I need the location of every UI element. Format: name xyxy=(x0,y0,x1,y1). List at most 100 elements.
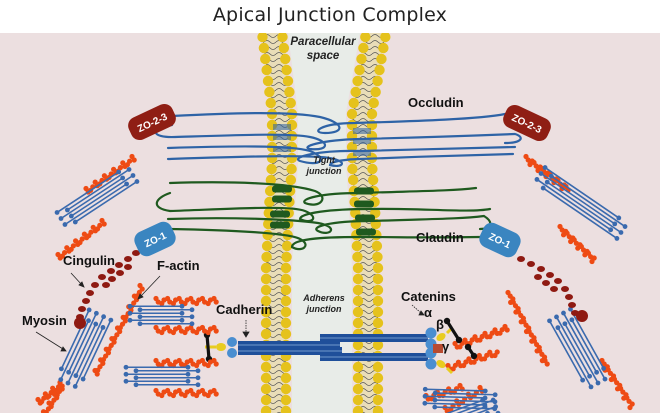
lipid-head xyxy=(350,86,361,98)
catenins-label: Catenins xyxy=(401,289,456,304)
actin-monomer xyxy=(97,222,103,228)
cingulin-head-left xyxy=(74,317,86,329)
adherens-junction-label-line1: Adherens xyxy=(302,293,345,303)
actin-monomer xyxy=(114,332,120,338)
lipid-head xyxy=(260,328,272,340)
claudin-anchor xyxy=(355,214,375,222)
claudin-anchor xyxy=(270,221,290,229)
lipid-head xyxy=(260,394,272,406)
claudin-strands xyxy=(155,181,492,251)
actin-monomer xyxy=(213,299,219,305)
cingulin-arrow xyxy=(70,272,83,286)
lipid-head xyxy=(260,53,271,65)
cingulin-bead xyxy=(132,250,140,256)
lipid-head xyxy=(374,64,385,76)
cingulin-bead xyxy=(115,262,123,268)
myosin-filament xyxy=(67,323,97,384)
myosin-head xyxy=(588,384,594,390)
actin-monomer xyxy=(629,401,635,407)
myosin-filament xyxy=(548,320,584,381)
cadherin-beta-bead xyxy=(216,343,226,351)
myosin-bundle-top-left xyxy=(54,167,140,227)
myosin-filament xyxy=(67,312,98,373)
myosin-filament xyxy=(425,388,486,392)
lipid-head xyxy=(261,64,272,76)
myosin-head xyxy=(80,376,86,382)
myosin-head xyxy=(189,314,195,320)
myosin-head xyxy=(547,318,552,324)
cingulin-bead xyxy=(91,282,99,288)
myosin-head xyxy=(58,377,64,382)
actin-monomer xyxy=(213,361,219,367)
actin-monomer xyxy=(94,371,100,377)
lipid-head xyxy=(278,42,290,54)
lipid-head xyxy=(376,53,387,65)
actin-monomer xyxy=(131,157,137,163)
myosin-head xyxy=(195,375,201,381)
lipid-head xyxy=(265,97,276,109)
actin-monomer xyxy=(533,163,539,169)
lipid-head xyxy=(264,196,275,208)
lipid-head xyxy=(280,284,292,296)
lipid-head xyxy=(260,361,272,373)
lipid-head xyxy=(372,295,384,307)
cingulin-chain-right xyxy=(517,256,579,316)
claudin-strand xyxy=(166,214,492,234)
occludin-anchor xyxy=(273,134,291,140)
lipid-head xyxy=(261,251,272,263)
myosin-head xyxy=(569,317,575,323)
myosin-filament xyxy=(557,327,592,388)
lipid-head xyxy=(352,251,363,263)
myosin-head xyxy=(538,171,544,176)
catenins-arrowhead xyxy=(418,310,425,316)
myosin-head xyxy=(602,376,608,382)
f-actin-arrow xyxy=(140,275,161,297)
lipid-head xyxy=(352,383,364,395)
lipid-head xyxy=(368,97,379,109)
actin-monomer xyxy=(504,327,510,333)
myosin-filament xyxy=(66,168,130,211)
actin-monomer xyxy=(136,289,142,295)
myosin-filament xyxy=(74,180,138,223)
cingulin-chain-left-2 xyxy=(102,264,132,288)
lipid-head xyxy=(286,152,298,164)
myosin-head xyxy=(127,317,133,323)
myosin-head xyxy=(561,310,566,316)
linker-end xyxy=(464,343,472,351)
lipid-head xyxy=(372,251,383,263)
alpha-actinin-linker xyxy=(445,320,461,341)
lipid-head xyxy=(280,383,292,395)
actin-monomer xyxy=(117,165,123,171)
lipid-head xyxy=(372,306,384,318)
myosin-head xyxy=(62,222,68,227)
myosin-head xyxy=(134,179,140,184)
lipid-head xyxy=(372,383,384,395)
linker-end xyxy=(470,352,478,360)
lipid-head xyxy=(260,273,272,285)
lipid-head xyxy=(371,240,383,252)
claudin-anchor xyxy=(354,200,374,208)
myosin-filament xyxy=(435,392,496,396)
lipid-head xyxy=(266,163,277,175)
lipid-head xyxy=(372,372,384,384)
f-actin-label: F-actin xyxy=(157,258,200,273)
myosin-filament xyxy=(60,320,90,380)
claudin-anchor xyxy=(272,185,292,193)
lipid-head xyxy=(372,394,384,406)
actin-monomer xyxy=(494,349,500,355)
actin-monomer xyxy=(97,364,103,370)
myosin-head xyxy=(482,404,488,410)
myosin-filament xyxy=(544,166,620,219)
lipid-head xyxy=(280,361,292,373)
myosin-head xyxy=(548,173,554,179)
myosin-head xyxy=(68,213,74,219)
cingulin-bead xyxy=(78,306,86,312)
myosin-filament xyxy=(70,174,134,217)
myosin-head xyxy=(534,177,540,182)
lipid-head xyxy=(266,152,278,164)
myosin-head xyxy=(618,230,624,235)
paracellular-space xyxy=(288,33,360,413)
myosin-head xyxy=(123,378,129,384)
myosin-head xyxy=(432,404,438,410)
claudin-label: Claudin xyxy=(416,230,464,245)
